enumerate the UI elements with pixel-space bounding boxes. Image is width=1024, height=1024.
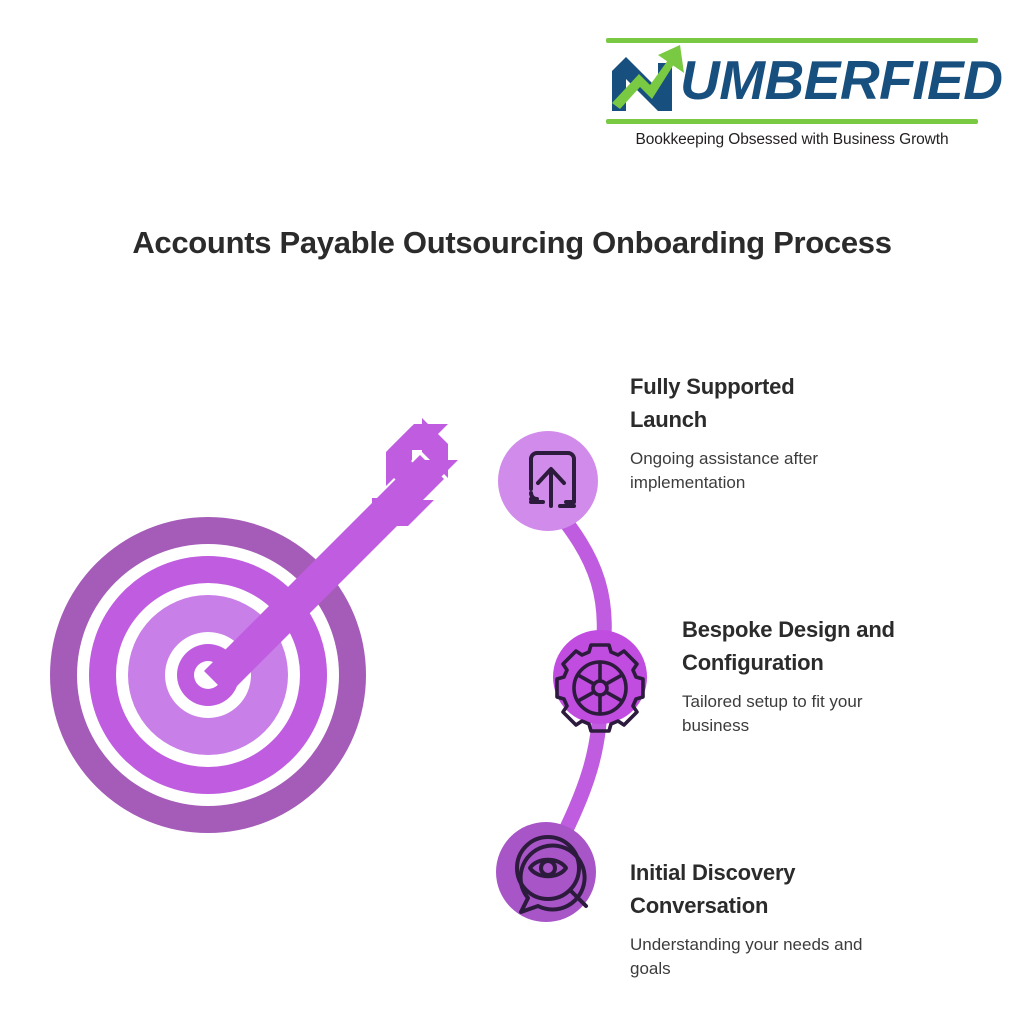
step-node-bespoke-design-and-configuration[interactable] — [553, 630, 647, 733]
magnifier-eye-chat-icon — [515, 835, 588, 914]
step-description: Understanding your needs and goals — [630, 935, 863, 978]
step-text-initial-discovery-conversation: Initial Discovery Conversation Understan… — [630, 856, 940, 981]
gear-cog-icon — [555, 643, 645, 733]
launch-upload-icon — [529, 451, 576, 508]
step-text-bespoke-design-and-configuration: Bespoke Design and Configuration Tailore… — [682, 613, 982, 738]
logo-text: UMBERFIED — [680, 49, 1003, 111]
logo-tagline: Bookkeeping Obsessed with Business Growt… — [635, 131, 949, 148]
step-text-fully-supported-launch: Fully Supported Launch Ongoing assistanc… — [630, 370, 930, 495]
logo-bottom-rule — [606, 119, 978, 124]
step-description: Tailored setup to fit your business — [682, 692, 863, 735]
logo-n-arrow-icon — [612, 45, 684, 111]
page-title: Accounts Payable Outsourcing Onboarding … — [132, 225, 892, 260]
brand-logo: UMBERFIED Bookkeeping Obsessed with Busi… — [606, 38, 1003, 149]
step-heading: Bespoke Design and Configuration — [682, 617, 895, 675]
step-heading: Initial Discovery Conversation — [630, 860, 796, 918]
step-node-initial-discovery-conversation[interactable] — [496, 822, 596, 922]
step-description: Ongoing assistance after implementation — [630, 449, 819, 492]
logo-top-rule — [606, 38, 978, 43]
step-node-fully-supported-launch[interactable] — [498, 431, 598, 531]
step-heading: Fully Supported Launch — [630, 374, 795, 432]
target-with-arrow-icon — [50, 418, 458, 833]
logo-wordmark: UMBERFIED — [606, 45, 1003, 119]
